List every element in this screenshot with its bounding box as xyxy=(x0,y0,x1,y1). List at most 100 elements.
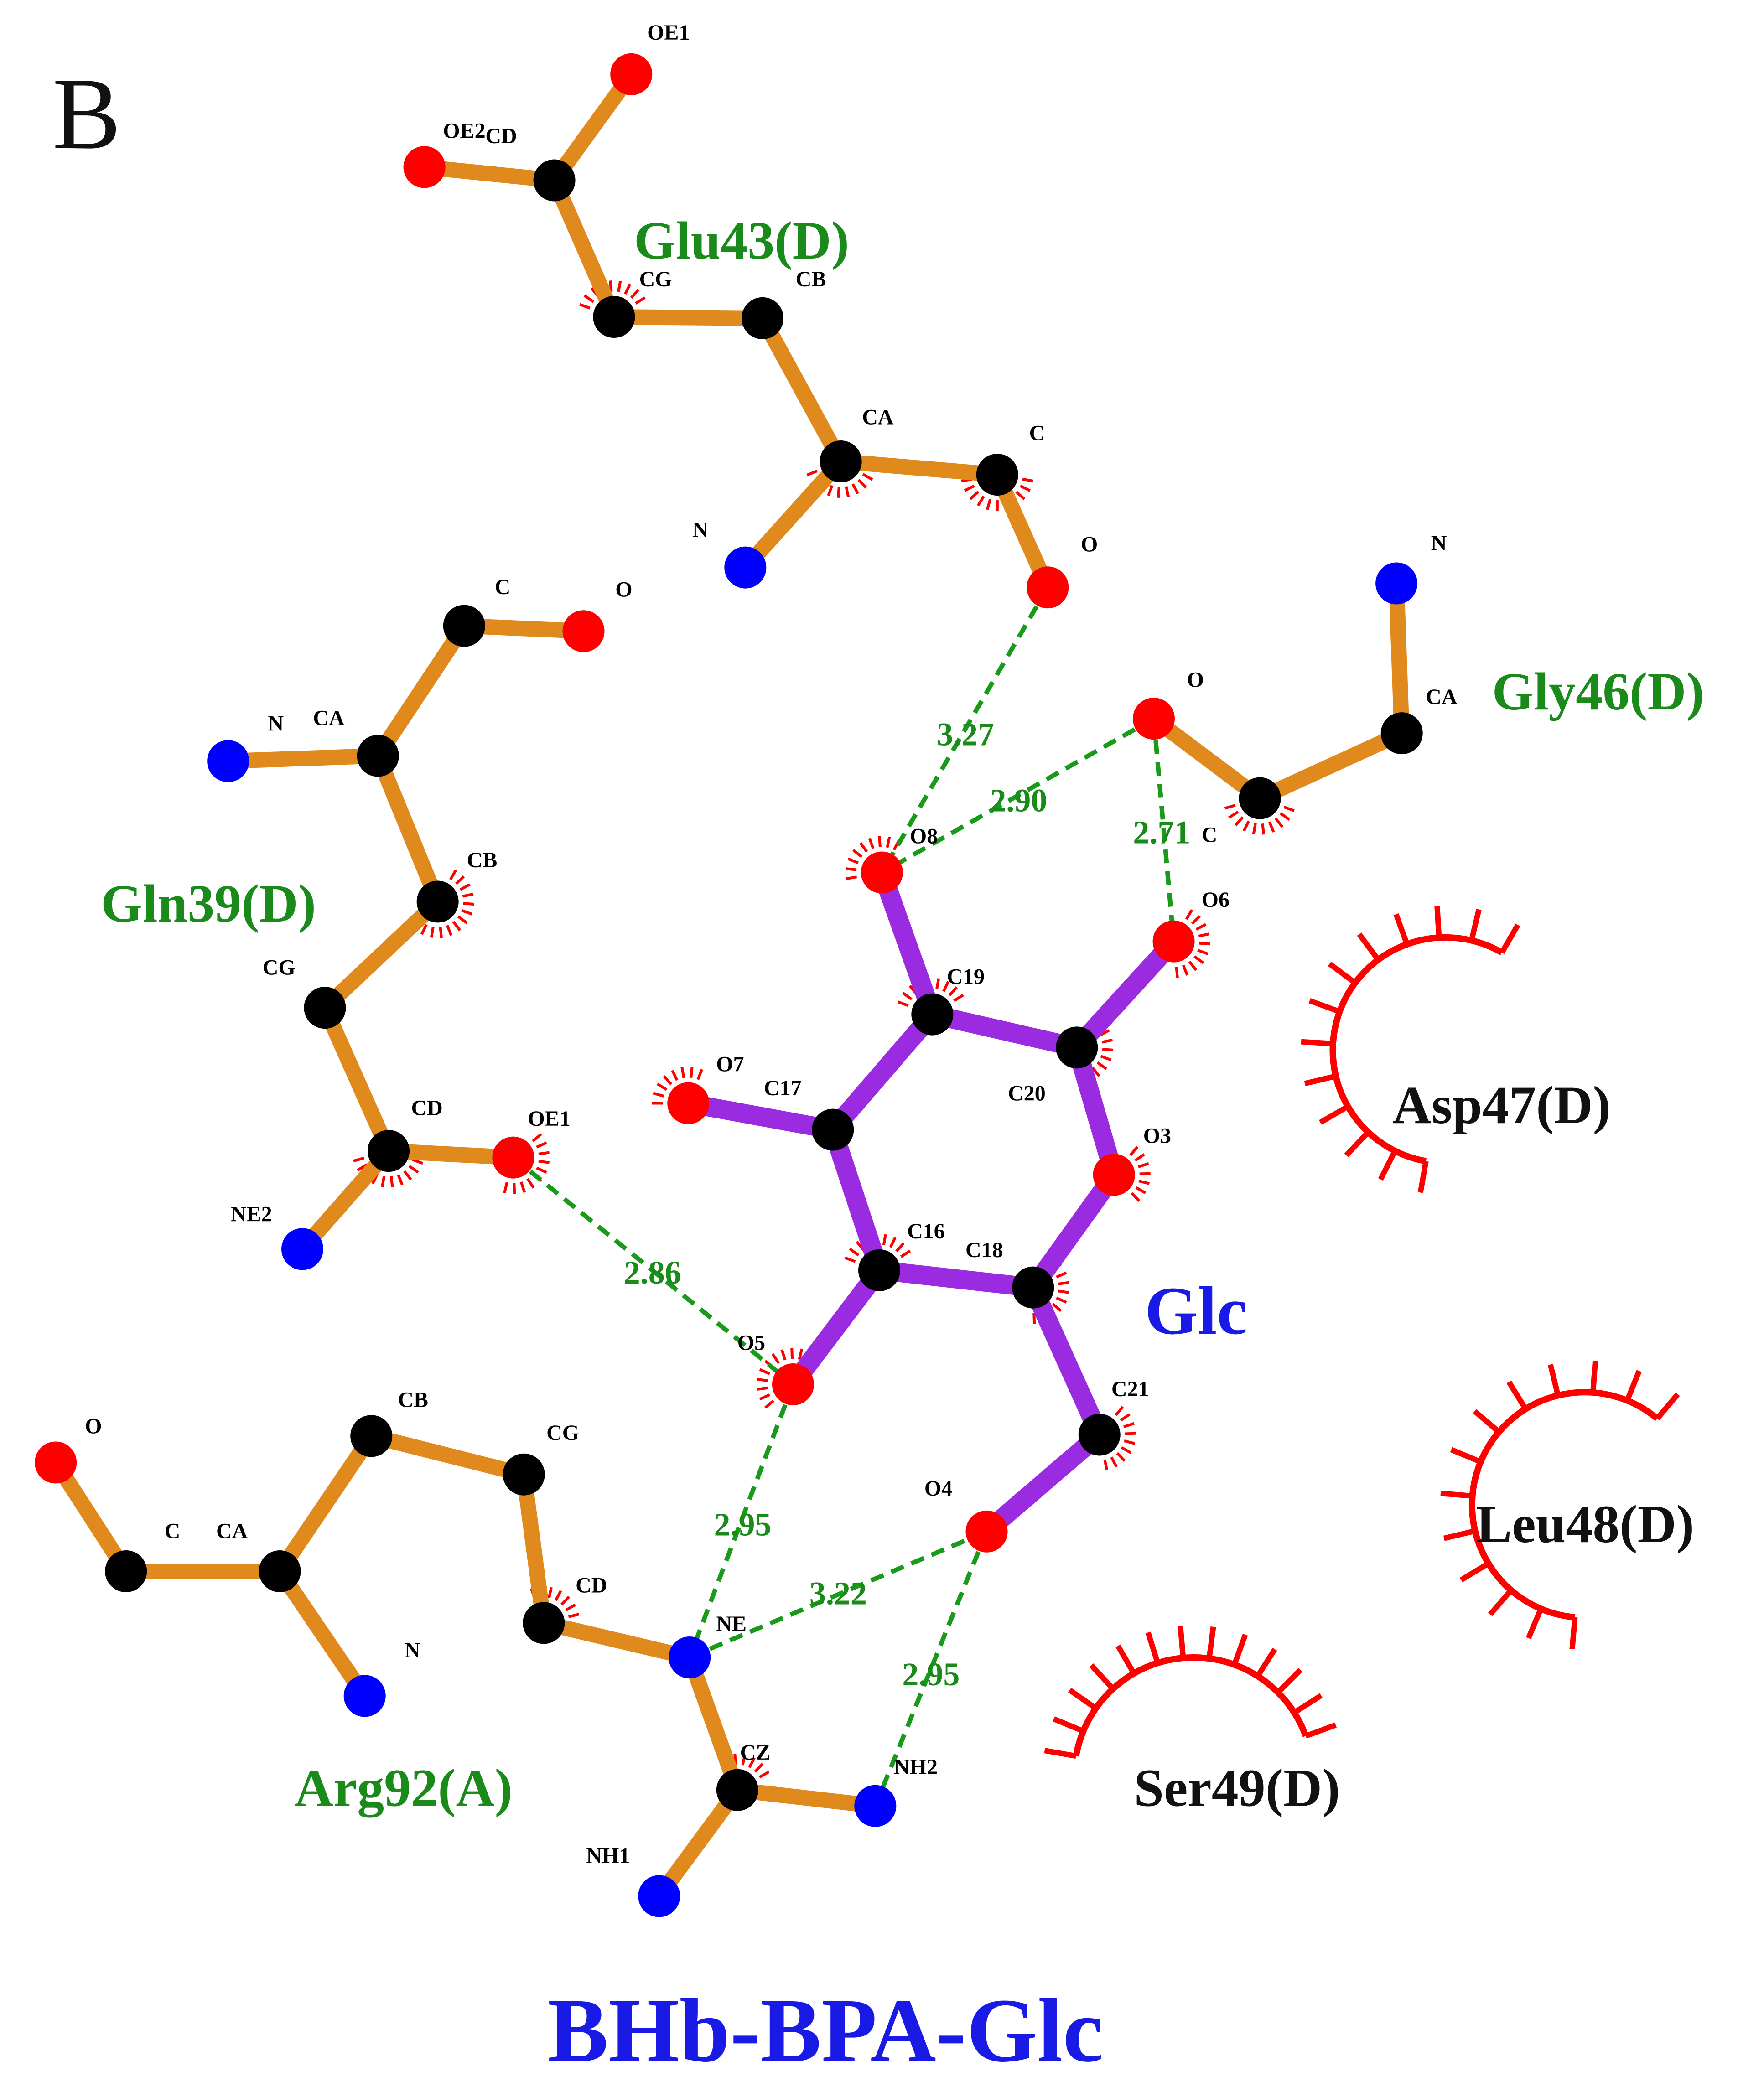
contact-spoke xyxy=(986,499,992,510)
carbon-atom xyxy=(304,987,346,1029)
carbon-atom xyxy=(976,454,1018,496)
contact-spoke xyxy=(381,1175,386,1187)
hydrophobic-arc xyxy=(1073,1654,1309,1757)
contact-spoke xyxy=(1120,1413,1131,1422)
contact-spoke xyxy=(837,487,840,498)
hydrophobic-arc xyxy=(1329,934,1504,1165)
contact-spoke xyxy=(1185,909,1193,920)
atom-label: C17 xyxy=(764,1076,802,1100)
atom-label: O6 xyxy=(1202,888,1230,912)
contact-spoke xyxy=(1096,1061,1107,1070)
hydrophobic-spoke xyxy=(1393,913,1410,945)
hydrophobic-spoke xyxy=(1655,1392,1680,1421)
residue-bond xyxy=(272,1428,379,1579)
oxygen-atom xyxy=(1132,698,1175,740)
hydrophobic-spoke xyxy=(1526,1607,1544,1640)
contact-spoke xyxy=(886,836,891,848)
nitrogen-atom xyxy=(724,546,767,589)
atom-label: CA xyxy=(216,1519,248,1543)
nitrogen-atom xyxy=(638,1875,680,1917)
carbon-atom xyxy=(259,1550,301,1592)
hydrophobic-contacts: Asp47(D)Leu48(D)Ser49(D) xyxy=(1044,906,1694,1818)
contact-spoke xyxy=(609,280,613,292)
contact-spoke xyxy=(519,1181,526,1193)
contact-spoke xyxy=(420,924,428,935)
contact-spoke xyxy=(882,1234,887,1246)
nitrogen-atom xyxy=(669,1636,711,1678)
hydrophobic-spoke xyxy=(1624,1370,1642,1402)
contact-spoke xyxy=(1058,1289,1069,1294)
contact-spoke xyxy=(1182,964,1189,976)
contact-spoke xyxy=(1091,1067,1100,1077)
contact-spoke xyxy=(902,992,913,1001)
hydrophobic-label: Asp47(D) xyxy=(1392,1075,1611,1135)
contact-spoke xyxy=(1103,1459,1109,1471)
figure-title: BHb-BPA-Glc xyxy=(548,1980,1103,2081)
residue-bond xyxy=(317,894,446,1016)
contact-spoke xyxy=(878,836,882,847)
contact-spoke xyxy=(526,1178,535,1189)
hydrophobic-spoke xyxy=(1044,1748,1077,1759)
hydrophobic-spoke xyxy=(1443,1528,1476,1541)
contact-spoke xyxy=(1022,477,1034,482)
contact-spoke xyxy=(1283,805,1295,812)
ligand-bond xyxy=(870,1260,1043,1297)
contact-spoke xyxy=(845,486,850,497)
contact-spoke xyxy=(579,303,591,310)
atom-label: CG xyxy=(546,1421,579,1445)
carbon-atom xyxy=(357,735,399,777)
contact-spoke xyxy=(1234,816,1244,827)
atom-label: N xyxy=(1431,531,1447,555)
nitrogen-atom xyxy=(1375,562,1418,605)
hydrophobic-arc xyxy=(1468,1389,1660,1621)
carbon-atom xyxy=(1380,712,1423,755)
atom-label: CD xyxy=(485,124,517,148)
contact-spoke xyxy=(461,909,472,916)
distance-label: 3.27 xyxy=(937,716,994,752)
contact-spoke xyxy=(430,927,435,938)
contact-spoke xyxy=(1138,1162,1149,1169)
residue-bond xyxy=(755,310,849,469)
atom-label: C18 xyxy=(965,1238,1003,1262)
contact-spoke xyxy=(748,1757,756,1768)
contact-spoke xyxy=(759,1393,771,1401)
hydrogen-bonds xyxy=(512,586,1176,1807)
oxygen-atom xyxy=(403,146,446,188)
contact-spoke xyxy=(1115,1406,1124,1416)
hydrophobic-spoke xyxy=(1145,1631,1161,1664)
contact-spoke xyxy=(969,491,980,500)
hydrophobic-spoke xyxy=(1089,1663,1115,1691)
contact-spoke xyxy=(1056,1296,1067,1304)
carbon-atom xyxy=(503,1453,545,1496)
contact-spoke xyxy=(560,1595,571,1606)
hydrophobic-spoke xyxy=(1357,932,1380,962)
hydrophobic-label: Ser49(D) xyxy=(1134,1758,1340,1818)
contact-spoke xyxy=(942,981,950,992)
hydrophobic-spoke xyxy=(1378,1149,1398,1181)
contact-spoke xyxy=(1193,955,1204,964)
ligand-bond xyxy=(1023,1278,1109,1445)
residue-bond xyxy=(1146,711,1268,806)
contact-spoke xyxy=(757,1377,768,1382)
hydrophobic-spoke xyxy=(1305,1722,1337,1739)
ligand-bond xyxy=(1023,1165,1124,1297)
residue-bond xyxy=(370,618,472,764)
contact-spoke xyxy=(1129,1146,1139,1156)
contact-spoke xyxy=(759,1368,771,1375)
carbon-atom xyxy=(1239,777,1281,819)
contact-spoke xyxy=(1015,491,1026,500)
ligand-bond xyxy=(977,1425,1109,1541)
contact-spoke xyxy=(455,875,465,885)
atom-label: CA xyxy=(313,706,345,730)
contact-spoke xyxy=(457,915,468,924)
hydrophobic-spoke xyxy=(1255,1647,1277,1678)
carbon-atom xyxy=(812,1108,854,1151)
contact-spoke xyxy=(536,1141,547,1149)
panel-label: B xyxy=(52,57,121,171)
residue-label: Glu43(D) xyxy=(634,211,849,270)
contact-spoke xyxy=(536,1166,547,1174)
contact-spoke xyxy=(532,1133,542,1142)
residue-bond xyxy=(536,1615,698,1665)
atom-label: O3 xyxy=(1143,1124,1171,1148)
